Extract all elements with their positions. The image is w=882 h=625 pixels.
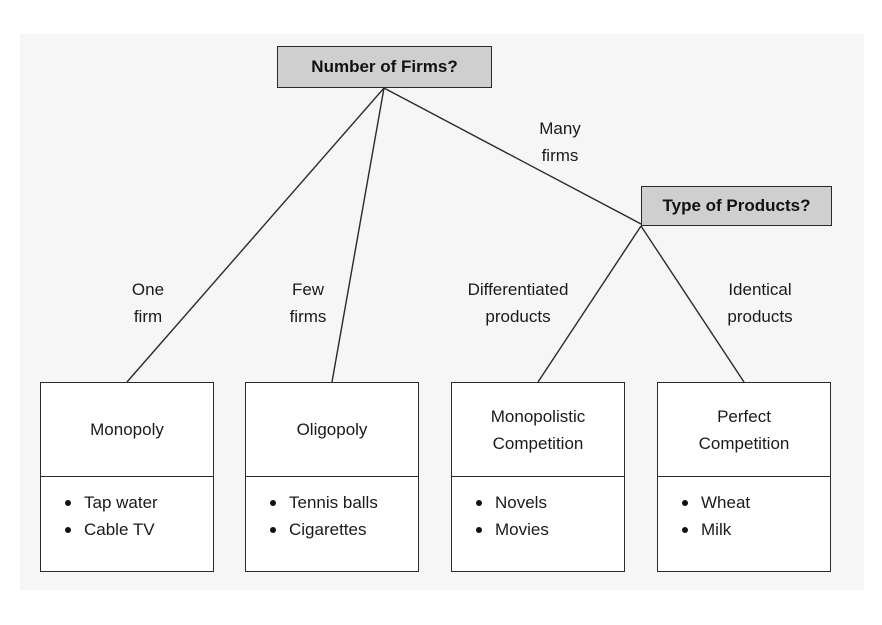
example-item: Cable TV <box>63 516 213 543</box>
example-item: Cigarettes <box>268 516 418 543</box>
example-item: Wheat <box>680 489 830 516</box>
structure-title: Oligopoly <box>246 383 418 477</box>
connector-few-firms <box>331 87 385 383</box>
market-structure-oligopoly: Oligopoly Tennis balls Cigarettes <box>245 382 419 572</box>
example-item: Tennis balls <box>268 489 418 516</box>
connector-differentiated <box>537 225 642 383</box>
connector-identical <box>640 225 745 383</box>
type-of-products-label: Type of Products? <box>662 196 811 215</box>
type-of-products-question: Type of Products? <box>641 186 832 226</box>
connector-many-firms <box>383 87 642 225</box>
structure-title: Monopoly <box>41 383 213 477</box>
example-item: Milk <box>680 516 830 543</box>
number-of-firms-label: Number of Firms? <box>311 57 458 76</box>
structure-examples: Tennis balls Cigarettes <box>246 477 418 543</box>
example-item: Tap water <box>63 489 213 516</box>
structure-examples: Tap water Cable TV <box>41 477 213 543</box>
example-item: Novels <box>474 489 624 516</box>
structure-examples: Novels Movies <box>452 477 624 543</box>
structure-examples: Wheat Milk <box>658 477 830 543</box>
number-of-firms-question: Number of Firms? <box>277 46 492 88</box>
example-item: Movies <box>474 516 624 543</box>
market-structure-monopoly: Monopoly Tap water Cable TV <box>40 382 214 572</box>
connector-one-firm <box>126 87 385 383</box>
